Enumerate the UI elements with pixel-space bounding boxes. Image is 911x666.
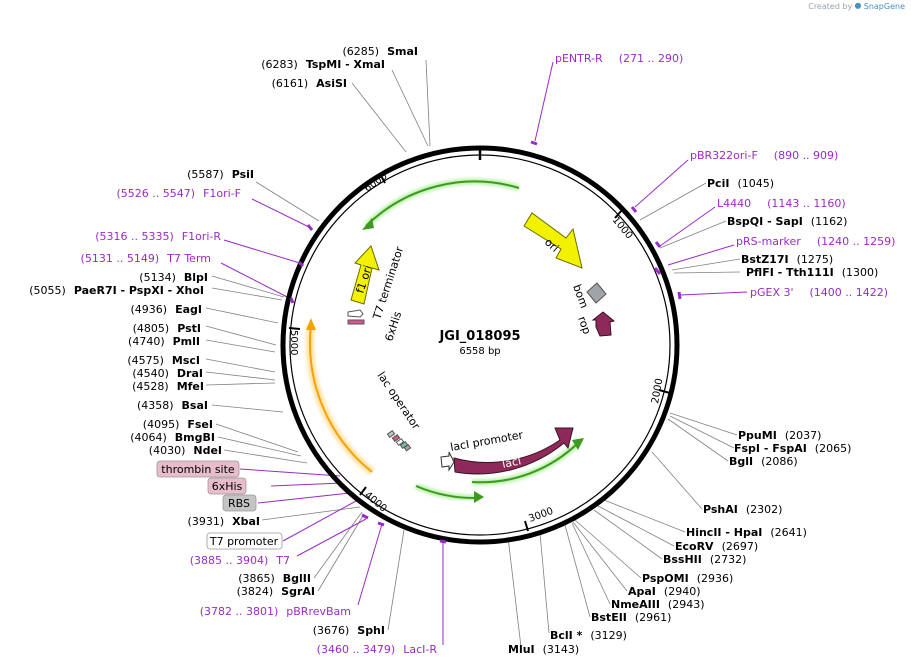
rop-label: rop (575, 315, 593, 336)
enzyme-label: (4540)DraI (132, 367, 203, 380)
primer-label: (5131 .. 5149)T7 Term (81, 252, 211, 265)
enzyme-label: NmeAIII(2943) (611, 598, 705, 611)
primer-label: (5526 .. 5547)F1ori-F (117, 187, 242, 200)
primer-label: (3885 .. 3904)T7 (190, 554, 290, 567)
enzyme-label: PciI(1045) (707, 177, 774, 190)
enzyme-label: PpuMI(2037) (738, 429, 821, 442)
enzyme-label: (6283)TspMI - XmaI (261, 58, 385, 71)
enzyme-label: (5134)BlpI (139, 271, 208, 284)
primer-label: (5316 .. 5335)F1ori-R (95, 230, 221, 243)
enzyme-label: (4740)PmlI (128, 335, 200, 348)
enzyme-label: BspQI - SapI(1162) (727, 215, 847, 228)
enzyme-label: (4528)MfeI (132, 380, 204, 393)
snapgene-logo-icon: ⯃ (854, 2, 862, 11)
primer-label: pRS-marker(1240 .. 1259) (736, 235, 895, 248)
tag-6xhis: 6xHis (212, 480, 243, 493)
primers-left: (5526 .. 5547)F1ori-F (5316 .. 5335)F1or… (81, 187, 438, 656)
enzyme-label: PflFI - Tth111I(1300) (746, 266, 878, 279)
enzyme-label: (4095)FseI (143, 418, 213, 431)
green-arcs (362, 178, 584, 503)
primer-label: pBR322ori-F(890 .. 909) (690, 149, 838, 162)
enzyme-label: (4936)EagI (131, 303, 202, 316)
enzyme-label: HincII - HpaI(2641) (686, 526, 807, 539)
snapgene-credit: Created by ⯃ SnapGene (808, 2, 905, 12)
rop-feature: rop (575, 311, 616, 337)
tick-2000: 2000 (650, 378, 665, 405)
enzyme-label: (5587)PsiI (187, 168, 254, 181)
enzyme-label: (3824)SgrAI (237, 585, 315, 598)
ampR-feature (306, 318, 375, 476)
enzyme-label: (4805)PstI (133, 322, 201, 335)
tag-t7-promoter: T7 promoter (209, 535, 279, 548)
ori-feature: ori (523, 212, 583, 269)
enzyme-label: (6161)AsiSI (272, 77, 347, 90)
leader-lines (205, 59, 741, 648)
enzyme-label: BclI *(3129) (550, 629, 627, 642)
enzyme-label: (4575)MscI (127, 354, 200, 367)
tick-6000: 6000 (362, 171, 389, 195)
credit-brand: SnapGene (863, 2, 905, 11)
enzyme-label: (3865)BglII (238, 572, 311, 585)
enzyme-label: BssHII(2732) (663, 553, 746, 566)
lac-operator-label: lac operator (375, 369, 423, 432)
primer-label: L4440(1143 .. 1160) (717, 197, 846, 210)
enzyme-label: PspOMI(2936) (642, 572, 733, 585)
enzyme-label: (4064)BmgBI (130, 431, 215, 444)
tick-5000: 5000 (288, 330, 299, 355)
lacI-label: lacI (501, 454, 522, 471)
enzyme-label: BstEII(2961) (591, 611, 671, 624)
tag-thrombin-site: thrombin site (161, 463, 235, 476)
enzymes-left: (6285)SmaI (6283)TspMI - XmaI (6161)AsiS… (29, 45, 418, 637)
tag-rbs: RBS (228, 497, 250, 510)
credit-prefix: Created by (808, 2, 853, 11)
bom-feature: bom (570, 282, 607, 310)
f1ori-label: f1 ori (353, 264, 374, 295)
enzyme-label: MluI(3143) (508, 643, 579, 656)
f1ori-feature: f1 ori (350, 245, 380, 305)
primer-leader-lines (220, 61, 748, 645)
enzyme-label: BglI(2086) (729, 455, 798, 468)
t7-terminator-label: T7 terminator (370, 244, 406, 321)
lacI-feature: lacI (453, 427, 574, 475)
enzymes-right: PciI(1045) BspQI - SapI(1162) BstZ17I(12… (508, 177, 878, 656)
primer-label: (3782 .. 3801)pBRrevBam (200, 605, 351, 618)
his6-feature-label: 6xHis (382, 310, 404, 343)
enzyme-label: (3676)SphI (313, 624, 385, 637)
enzyme-label: (4030)NdeI (149, 444, 222, 457)
enzyme-label: ApaI(2940) (628, 585, 700, 598)
plasmid-name: JGI_018095 (438, 329, 520, 344)
tag-boxes: thrombin site 6xHis RBS T7 promoter (156, 460, 283, 550)
enzyme-label: (6285)SmaI (343, 45, 418, 58)
enzyme-label: (5055)PaeR7I - PspXI - XhoI (29, 284, 204, 297)
enzyme-label: EcoRV(2697) (675, 540, 758, 553)
primer-marks (289, 140, 682, 544)
primers-right: pENTR-R(271 .. 290) pBR322ori-F(890 .. 9… (555, 52, 895, 299)
primer-label: (3460 .. 3479)LacI-R (317, 643, 438, 656)
primer-label: pGEX 3'(1400 .. 1422) (750, 286, 888, 299)
primer-label: pENTR-R(271 .. 290) (555, 52, 683, 65)
enzyme-label: BstZ17I(1275) (741, 253, 833, 266)
cloning-region-features (347, 309, 412, 452)
plasmid-size: 6558 bp (459, 346, 500, 357)
enzyme-label: FspI - FspAI(2065) (734, 442, 851, 455)
enzyme-label: (4358)BsaI (137, 399, 208, 412)
backbone-inner (289, 154, 671, 536)
bom-label: bom (570, 283, 591, 310)
lacI-promoter-label: lacI promoter (449, 428, 524, 454)
enzyme-label: (3931)XbaI (188, 515, 260, 528)
enzyme-label: PshAI(2302) (703, 503, 782, 516)
scale-ticks (288, 173, 671, 532)
